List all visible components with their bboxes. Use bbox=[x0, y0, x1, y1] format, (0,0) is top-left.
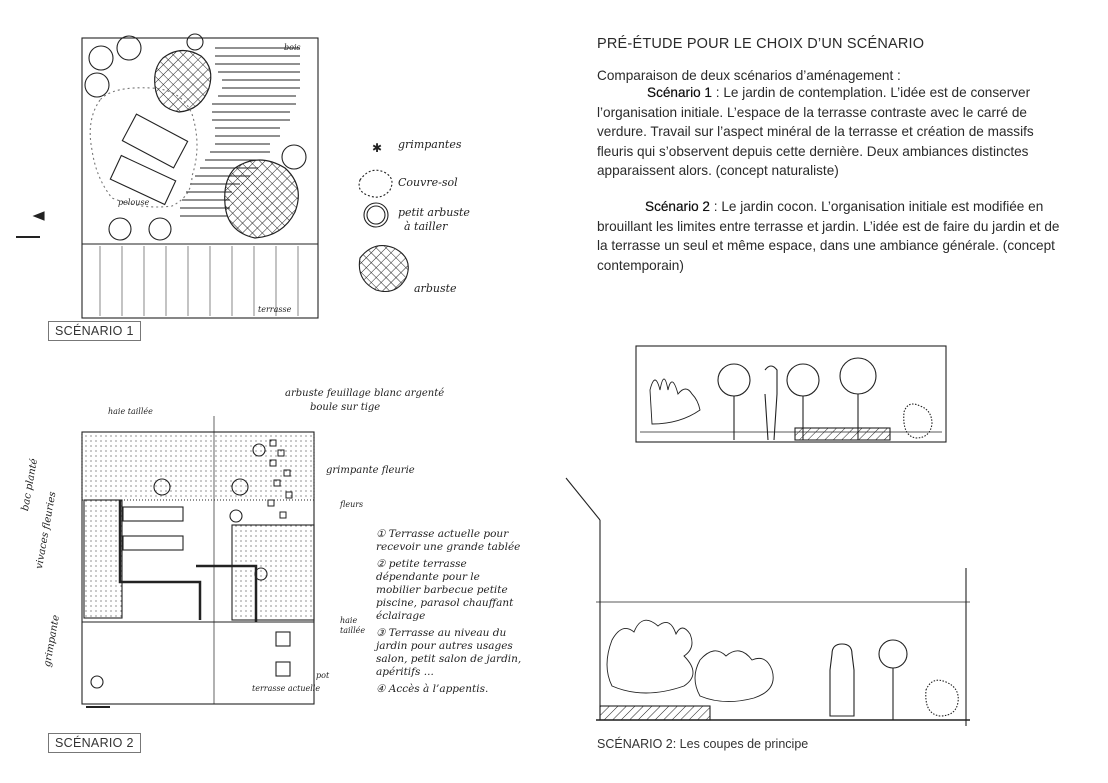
label-arbuste-feuillage: arbuste feuillage blanc argenté bbox=[285, 388, 445, 399]
scenario-2-text: : Le jardin cocon. L’organisation initia… bbox=[597, 199, 1060, 273]
plan-scenario-1 bbox=[16, 33, 319, 319]
scenario-2-label: Scénario 2 bbox=[645, 199, 710, 214]
plan-scenario-2 bbox=[81, 416, 315, 708]
terrasse-actuelle-label: terrasse actuelle bbox=[252, 684, 320, 693]
section-bottom bbox=[565, 477, 970, 726]
notes-list: ① Terrasse actuelle pour recevoir une gr… bbox=[376, 528, 526, 696]
svg-text:taillée: taillée bbox=[340, 626, 365, 635]
label-grimpante-fleurie: grimpante fleurie bbox=[326, 465, 415, 476]
legend-petit-arbuste: petit arbuste bbox=[398, 206, 470, 219]
note-1: ① Terrasse actuelle pour recevoir une gr… bbox=[376, 528, 521, 553]
legend-arbuste: arbuste bbox=[414, 282, 457, 295]
legend-scenario-1: ✱ bbox=[358, 141, 409, 293]
haie-taillee-top-label: haie taillée bbox=[108, 407, 153, 416]
scenario-1-label: Scénario 1 bbox=[647, 85, 712, 100]
scenario-1-description: Scénario 1 : Le jardin de contemplation.… bbox=[597, 83, 1067, 181]
legend-grimpantes: grimpantes bbox=[398, 138, 462, 151]
sections-caption: SCÉNARIO 2: Les coupes de principe bbox=[597, 737, 809, 751]
scenario-1-text: : Le jardin de contemplation. L’idée est… bbox=[597, 85, 1034, 178]
terrasse-label: terrasse bbox=[258, 305, 292, 314]
scenario-2-caption: SCÉNARIO 2 bbox=[48, 733, 141, 753]
svg-text:✱: ✱ bbox=[372, 141, 382, 155]
label-boule-sur-tige: boule sur tige bbox=[310, 402, 381, 413]
scenario-1-caption: SCÉNARIO 1 bbox=[48, 321, 141, 341]
page-title: PRÉ-ÉTUDE POUR LE CHOIX D’UN SCÉNARIO bbox=[597, 36, 925, 52]
pelouse-label: pelouse bbox=[118, 198, 149, 207]
intro-text: Comparaison de deux scénarios d’aménagem… bbox=[597, 68, 901, 83]
note-3: ③ Terrasse au niveau du jardin pour autr… bbox=[376, 627, 522, 678]
scenario-2-description: Scénario 2 : Le jardin cocon. L’organisa… bbox=[597, 197, 1067, 275]
haie-taillee-right-label: haie bbox=[340, 616, 357, 625]
section-top bbox=[635, 345, 947, 443]
legend-couvre-sol: Couvre-sol bbox=[398, 176, 458, 189]
note-4: ④ Accès à l’appentis. bbox=[376, 683, 489, 695]
bois-label: bois bbox=[284, 43, 301, 52]
note-2: ② petite terrasse dépendante pour le mob… bbox=[376, 558, 514, 622]
fleurs-label: fleurs bbox=[339, 500, 363, 509]
legend-a-tailler: à tailler bbox=[404, 220, 448, 233]
pot-label: pot bbox=[316, 671, 330, 680]
